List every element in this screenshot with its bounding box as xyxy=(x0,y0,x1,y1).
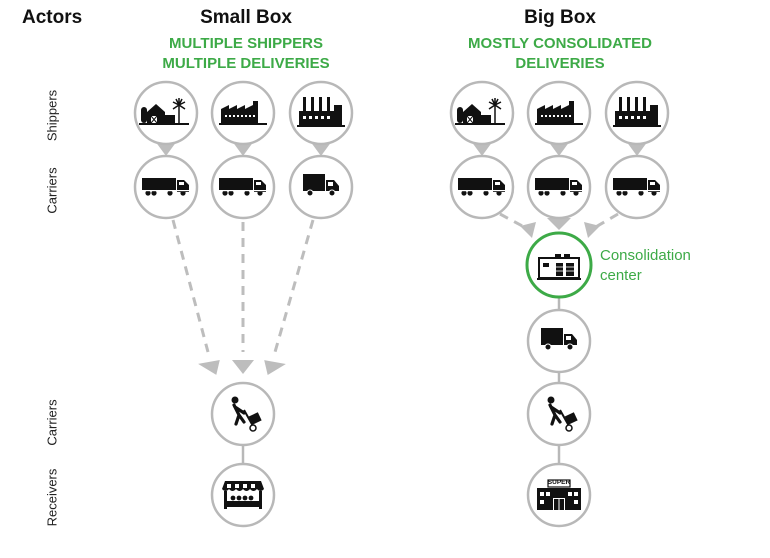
small-box-subtitle-line1: MULTIPLE SHIPPERS xyxy=(169,35,323,52)
small-box-subtitle: MULTIPLE SHIPPERS MULTIPLE DELIVERIES xyxy=(86,34,406,74)
arrowhead-left xyxy=(198,360,220,375)
arrowhead-into-consolidation-right xyxy=(584,222,600,238)
big-box-title: Big Box xyxy=(524,7,596,28)
consolidation-center-label: Consolidation center xyxy=(600,246,691,286)
small-box-shipper-1 xyxy=(133,80,199,146)
consolidation-label-line2: center xyxy=(600,267,642,284)
small-box-receiver xyxy=(210,462,276,528)
small-box-delivery-lines xyxy=(171,219,315,353)
small-box-subtitle-line2: MULTIPLE DELIVERIES xyxy=(162,55,330,72)
arrowhead-into-consolidation-left xyxy=(520,222,536,238)
big-box-subtitle-line2: DELIVERIES xyxy=(515,55,605,72)
big-box-subtitle: MOSTLY CONSOLIDATED DELIVERIES xyxy=(400,34,720,74)
arrowhead-into-consolidation-center xyxy=(547,218,571,230)
big-box-subtitle-line1: MOSTLY CONSOLIDATED xyxy=(468,35,652,52)
supermarket-sign: SUPER xyxy=(548,479,571,486)
arrowhead-right xyxy=(264,360,286,376)
warehouse-icon xyxy=(536,253,582,281)
big-box-shipper-1 xyxy=(449,80,515,146)
arrowhead-center xyxy=(232,360,254,374)
consolidation-label-line1: Consolidation xyxy=(600,247,691,264)
small-box-title: Small Box xyxy=(200,7,292,28)
actors-heading: Actors xyxy=(22,7,83,28)
